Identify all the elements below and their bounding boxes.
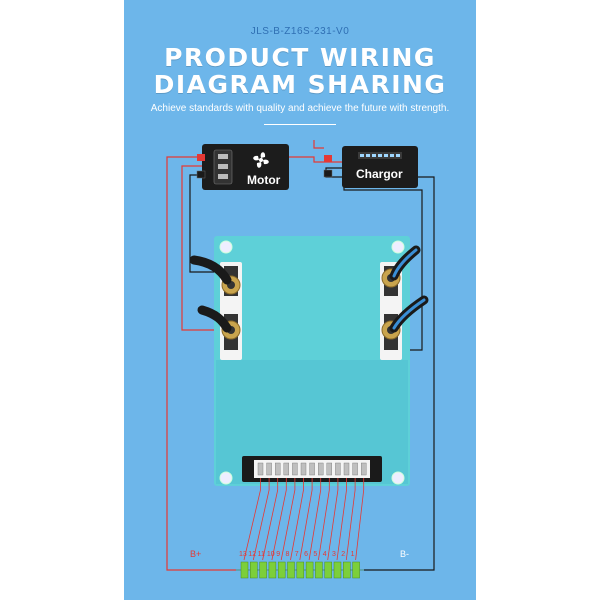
- subtitle-underline: [264, 124, 336, 125]
- balance-wire: [262, 478, 279, 561]
- model-code: JLS-B-Z16S-231-V0: [250, 26, 350, 37]
- pin-number-label: 12: [248, 551, 257, 558]
- connector-pin: [283, 462, 290, 476]
- connector-pin: [352, 462, 358, 476]
- left-cable-top: [189, 255, 232, 285]
- diagram-panel: JLS-B-Z16S-231-V0 PRODUCT WIRING DIAGRAM…: [124, 0, 476, 600]
- b-minus-label: B-: [400, 549, 409, 559]
- pin-number-label: 1: [350, 551, 355, 558]
- balance-wire: [308, 478, 322, 561]
- battery-cell: [333, 561, 342, 579]
- balance-wire: [318, 478, 330, 561]
- connector-pin: [300, 462, 307, 476]
- balance-wire: [290, 478, 304, 561]
- pin-number-label: 5: [313, 551, 318, 558]
- connector-pin: [257, 462, 264, 476]
- title-line-2: DIAGRAM SHARING: [153, 70, 447, 99]
- pin-number-label: 6: [304, 551, 308, 558]
- b-plus-label: B+: [190, 549, 202, 559]
- pin-number-label: 10: [266, 551, 275, 558]
- balance-wire: [345, 478, 356, 561]
- left-cable-bottom: [197, 305, 232, 333]
- connector-pin: [309, 462, 315, 476]
- fan-icon: [253, 152, 269, 168]
- red-wire-motor-charger: [289, 156, 342, 163]
- connector-pin: [335, 462, 341, 476]
- balance-wire: [355, 478, 365, 561]
- balance-wire: [336, 478, 347, 561]
- wiring-diagram: [166, 140, 435, 579]
- connector-pins: [257, 462, 367, 476]
- battery-cell: [240, 561, 249, 579]
- battery-cell: [287, 561, 295, 579]
- battery-cell: [277, 561, 286, 579]
- red-wire-b-plus: [166, 156, 236, 571]
- subtitle: Achieve standards with quality and achie…: [150, 103, 450, 114]
- pin-number-label: 7: [294, 551, 299, 558]
- balance-wire: [252, 478, 270, 561]
- battery-cell: [259, 561, 267, 579]
- battery-cell: [305, 561, 314, 579]
- battery-cells: [236, 561, 364, 579]
- battery-cell: [343, 561, 351, 579]
- pin-number-label: 3: [332, 551, 336, 558]
- motor-label: Motor: [247, 173, 281, 187]
- connector-pin: [266, 462, 272, 476]
- connector-pin: [317, 462, 324, 476]
- battery-cell: [324, 561, 332, 579]
- balance-wire: [243, 478, 261, 561]
- connector-pin: [292, 462, 298, 476]
- red-wire-inner-left: [181, 165, 220, 331]
- pin-number-label: 13: [239, 551, 247, 558]
- connector-pin: [274, 462, 281, 476]
- balance-wires: [243, 478, 365, 561]
- battery-cell: [250, 561, 258, 579]
- battery-cell: [315, 561, 323, 579]
- pin-number-label: 11: [257, 551, 265, 558]
- pin-number-label: 8: [285, 551, 290, 558]
- battery-cell: [296, 561, 305, 579]
- pin-number-label: 2: [341, 551, 346, 558]
- charger-indicator: [358, 152, 402, 159]
- connector-pin: [343, 462, 350, 476]
- battery-cell: [268, 561, 277, 579]
- pin-number-label: 9: [276, 551, 281, 558]
- battery-cell: [352, 561, 360, 579]
- balance-wire: [327, 478, 339, 561]
- black-wire-motor-board: [189, 174, 220, 273]
- balance-wire: [271, 478, 287, 561]
- charger-label: Chargor: [356, 167, 403, 181]
- pin-number-label: 4: [322, 551, 327, 558]
- red-wire-charger-board: [313, 140, 324, 149]
- balance-wire: [280, 478, 296, 561]
- balance-wire: [299, 478, 313, 561]
- connector-pin: [360, 462, 367, 476]
- connector-pin: [326, 462, 333, 476]
- title-line-1: PRODUCT WIRING: [164, 43, 436, 72]
